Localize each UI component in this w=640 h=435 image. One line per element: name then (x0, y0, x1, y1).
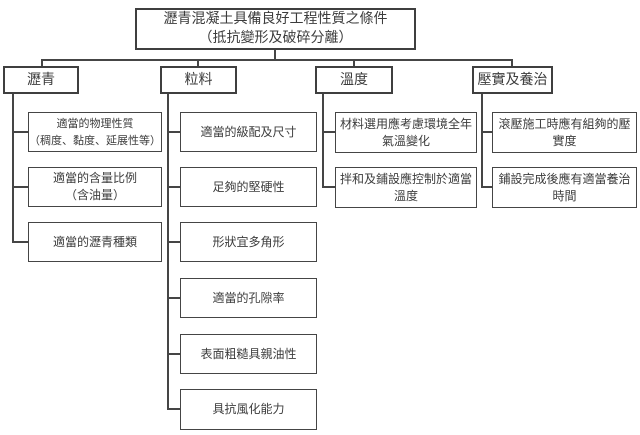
trunk-asphalt (12, 94, 14, 243)
trunk-compaction (481, 94, 483, 187)
connector-stub-asphalt (41, 59, 43, 67)
leaf-node-gradation-size: 適當的級配及尺寸 (180, 112, 317, 152)
stub-aggregate-1 (167, 131, 180, 133)
stub-aggregate-4 (167, 297, 180, 299)
leaf-node-asphalt-type: 適當的瀝青種類 (28, 222, 162, 262)
connector-main-horizontal (41, 59, 513, 61)
leaf-node-rolling-compaction: 滾壓施工時應有組夠的壓 實度 (492, 112, 637, 153)
leaf-node-mixing-paving-temperature: 拌和及鋪設應控制於適當 溫度 (335, 167, 477, 208)
branch-node-asphalt: 瀝青 (3, 66, 79, 94)
stub-asphalt-1 (12, 131, 28, 133)
leaf-node-annual-temperature: 材料選用應考慮環境全年 氣溫變化 (335, 112, 477, 153)
branch-node-aggregate: 粒料 (160, 66, 237, 94)
stub-temperature-2 (322, 186, 335, 188)
leaf-node-content-ratio: 適當的含量比例 （含油量） (28, 167, 162, 207)
leaf-node-weathering-resistance: 具抗風化能力 (180, 389, 317, 430)
stub-aggregate-2 (167, 186, 180, 188)
root-node: 瀝青混凝土具備良好工程性質之條件 （抵抗變形及破碎分離） (135, 8, 416, 50)
leaf-node-hardness: 足夠的堅硬性 (180, 167, 317, 207)
connector-stub-temperature (353, 59, 355, 67)
branch-node-compaction-curing: 壓實及養治 (472, 66, 553, 94)
stub-temperature-1 (322, 131, 335, 133)
leaf-node-rough-surface: 表面粗糙具親油性 (180, 334, 317, 374)
stub-asphalt-2 (12, 186, 28, 188)
trunk-aggregate (167, 94, 169, 410)
branch-node-temperature: 溫度 (315, 66, 393, 94)
stub-aggregate-6 (167, 408, 180, 410)
stub-aggregate-3 (167, 241, 180, 243)
stub-compaction-1 (481, 131, 492, 133)
connector-stub-aggregate (197, 59, 199, 67)
connector-stub-compaction (511, 59, 513, 67)
connector-root-drop (274, 50, 276, 60)
leaf-node-curing-time: 鋪設完成後應有適當養治 時間 (492, 167, 637, 208)
leaf-node-angular-shape: 形狀宜多角形 (180, 222, 317, 262)
leaf-node-physical-properties: 適當的物理性質 （稠度、黏度、延展性等） (28, 112, 162, 152)
trunk-temperature (322, 94, 324, 187)
leaf-node-porosity: 適當的孔隙率 (180, 278, 317, 318)
stub-asphalt-3 (12, 241, 28, 243)
stub-compaction-2 (481, 186, 492, 188)
stub-aggregate-5 (167, 353, 180, 355)
